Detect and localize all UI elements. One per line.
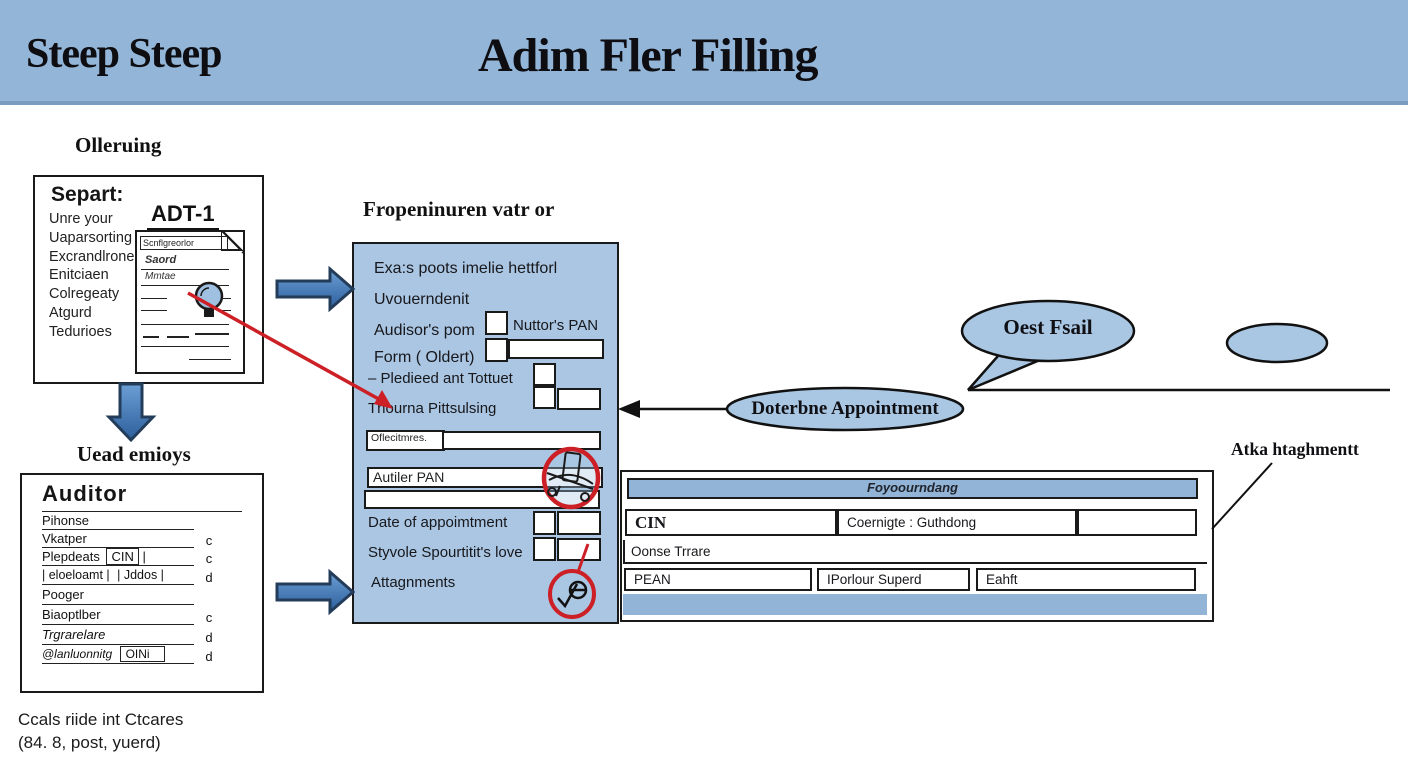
- attagnments-label: Attagnments: [371, 574, 456, 591]
- row-tag: d: [205, 570, 213, 585]
- date-appointment-label: Date of appoimtment: [368, 514, 508, 531]
- table-footer-bar: [623, 594, 1207, 615]
- adt1-title: ADT-1: [147, 201, 219, 230]
- table-header: Foyoourndang: [627, 478, 1198, 499]
- auditor-row: Trgrarelare: [42, 625, 194, 645]
- cell-eahft: Eahft: [976, 568, 1196, 591]
- auditor-box: Auditor Pihonse Vkatper c Plepdeats CIN …: [20, 473, 264, 693]
- cell-iporlour: IPorlour Superd: [817, 568, 970, 591]
- left-top-heading: Olleruing: [75, 133, 162, 157]
- row-suffix: |: [142, 549, 146, 564]
- list-item: Excrandlrone: [49, 248, 135, 265]
- page-title: Adim Fler Filling: [478, 29, 818, 82]
- auditor-rows: Pihonse Vkatper c Plepdeats CIN | c | el…: [42, 511, 242, 664]
- form-heading: Fropeninuren vatr or: [363, 197, 555, 221]
- nuttors-pan-label: Nuttor's PAN: [513, 317, 599, 334]
- row-tag: d: [205, 649, 213, 664]
- date-checkbox2[interactable]: [557, 511, 601, 535]
- date-checkbox1[interactable]: [533, 511, 556, 535]
- bottom-caption: Ccals riide int Ctcares (84. 8, post, yu…: [18, 708, 183, 754]
- row-tag: c: [205, 551, 213, 566]
- row-boxed-oini: OINi: [119, 646, 165, 662]
- form-oldert-label: Form ( Oldert): [374, 349, 475, 366]
- auditor-row: Biaoptlber: [42, 605, 194, 625]
- header-band: [0, 0, 1408, 105]
- form-oldert-input[interactable]: [508, 339, 604, 359]
- styvole-checkbox2[interactable]: [557, 538, 601, 561]
- arrow-right-top-icon: [275, 265, 356, 313]
- auditor-row: Vkatper: [42, 530, 194, 548]
- auditor-row: Pooger: [42, 585, 194, 605]
- auditor-title: Auditor: [42, 481, 128, 506]
- cell-coernigte: Coernigte : Guthdong: [837, 509, 1077, 536]
- list-item: Unre your: [49, 211, 113, 227]
- auditor-row: @lanluonnitg OINi: [42, 645, 194, 664]
- header-left-title: Steep Steep: [26, 31, 222, 77]
- cell-oonse: Oonse Trrare: [623, 540, 1207, 564]
- nuttors-pan-checkbox[interactable]: [485, 311, 508, 335]
- adt1-form: Exa:s poots imelie hettforl Uvouerndenit…: [352, 242, 619, 624]
- row-label: Plepdeats: [42, 549, 100, 564]
- auditor-row: Plepdeats CIN |: [42, 548, 194, 566]
- separt-list: Unre your Uaparsorting Excrandlrone Enit…: [49, 210, 134, 342]
- doc-line1: Saord: [145, 254, 177, 266]
- black-arrow-head-icon: [618, 400, 640, 418]
- bulb-icon: [194, 281, 224, 317]
- row-tag: d: [205, 630, 213, 645]
- oest-fsail-label: Oest Fsail: [1003, 315, 1093, 339]
- caption-line2: (84. 8, post, yuerd): [18, 733, 161, 752]
- row-tag: c: [205, 610, 213, 625]
- list-item: Tedurioes: [49, 323, 112, 340]
- autiler-pan-input[interactable]: Autiler PAN: [367, 467, 603, 488]
- pledieed-checkbox[interactable]: [533, 363, 556, 386]
- pan-input2[interactable]: [364, 490, 600, 509]
- caption-line1: Ccals riide int Ctcares: [18, 710, 184, 729]
- speech-bubble-tail: [967, 346, 1057, 392]
- separt-box: Separt: Unre your Uaparsorting Excrandlr…: [33, 175, 264, 384]
- auditor-row: | eloeloamt | | Jddos |: [42, 566, 194, 585]
- pledieed-label: – Pledieed ant Tottuet: [368, 370, 513, 387]
- doc-label: Scnflgreorlor: [140, 236, 228, 250]
- list-item: Atgurd: [49, 304, 92, 321]
- row-boxed-cin: CIN: [106, 548, 139, 565]
- arrow-down-icon: [105, 382, 157, 443]
- oflecitmres-input[interactable]: [442, 431, 601, 450]
- thourna-label: Thourna Pittsulsing: [368, 400, 497, 417]
- atka-label: Atka htaghmentt: [1231, 439, 1359, 459]
- doc-line2: Mmtae: [145, 271, 176, 282]
- arrow-right-bottom-icon: [275, 568, 356, 616]
- cell-empty: [1077, 509, 1197, 536]
- oflecitmres-label: Oflecitmres.: [366, 430, 445, 451]
- form-oldert-checkbox[interactable]: [485, 338, 508, 362]
- diagonal-line: [1211, 462, 1273, 530]
- auditor-row: Pihonse: [42, 512, 194, 530]
- separt-title: Separt:: [51, 183, 124, 206]
- determine-appointment-label: Doterbne Appointment: [751, 398, 939, 419]
- form-line2: Uvouerndenit: [374, 291, 470, 308]
- list-item: Enitciaen: [49, 267, 109, 284]
- document-icon: Scnflgreorlor Saord Mmtae: [135, 230, 245, 374]
- styvole-label: Styvole Spourtitit's love: [368, 544, 523, 561]
- empty-ellipse: [1225, 322, 1329, 364]
- cell-pean: PEAN: [624, 568, 812, 591]
- row-tag: c: [205, 533, 213, 548]
- thourna-checkbox1[interactable]: [533, 386, 556, 409]
- cell-cin: CIN: [625, 509, 837, 536]
- row-boxed-jddos: | Jddos |: [117, 568, 164, 582]
- company-table: Foyoourndang CIN Coernigte : Guthdong Oo…: [620, 470, 1214, 622]
- row-label: @lanluonnitg: [42, 647, 113, 661]
- styvole-checkbox1[interactable]: [533, 537, 556, 561]
- thourna-checkbox2[interactable]: [557, 388, 601, 410]
- row-label: | eloeloamt |: [42, 568, 110, 582]
- form-line1: Exa:s poots imelie hettforl: [374, 260, 558, 277]
- auditors-pom-label: Audisor's pom: [374, 322, 475, 339]
- list-item: Colregeaty: [49, 286, 120, 303]
- left-bottom-heading: Uead emioys: [77, 442, 191, 466]
- list-item: Uaparsorting: [49, 229, 133, 246]
